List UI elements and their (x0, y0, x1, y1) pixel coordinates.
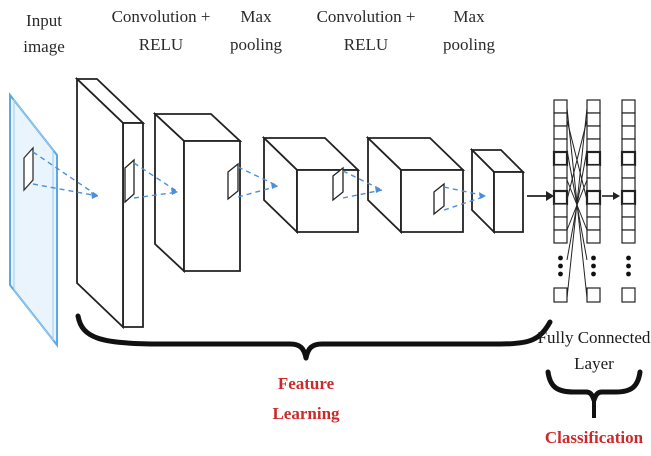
fc-neuron (586, 99, 601, 114)
fc-neuron (553, 229, 568, 244)
classification-brace (545, 369, 643, 403)
header-conv2-line2: RELU (344, 35, 388, 54)
ellipsis-dot (591, 263, 596, 269)
header-conv-relu-2: Convolution + RELU (317, 7, 416, 54)
ellipsis-dot (591, 271, 596, 277)
ellipsis-dot (626, 263, 631, 269)
fc-neuron (586, 229, 601, 244)
pool1-volume (152, 111, 243, 274)
fully-connected-label-line2: Layer (574, 354, 614, 373)
fc-neuron (621, 99, 636, 114)
feature-learning-brace (75, 313, 553, 361)
fc-neuron (620, 150, 637, 167)
flatten-arrow (527, 191, 554, 201)
fully-connected-label-line1: Fully Connected (538, 328, 651, 347)
fc-neuron (586, 112, 601, 127)
conv1-volume (74, 76, 146, 330)
fc-neuron (586, 164, 601, 179)
conv2-volume (261, 135, 361, 235)
fc-neuron (621, 287, 636, 303)
fc-neuron (621, 112, 636, 127)
ellipsis-dot (626, 271, 631, 277)
header-max-pooling-1: Max pooling (230, 7, 282, 54)
header-input-line1: Input (26, 11, 62, 30)
fc-neuron (621, 203, 636, 218)
fc-neuron (553, 125, 568, 140)
fc-neuron (621, 138, 636, 153)
fc-column-2 (585, 99, 602, 303)
fc-neuron (621, 229, 636, 244)
fc-neuron (585, 189, 602, 206)
fc-connection (566, 107, 588, 299)
fc-column-3 (620, 99, 637, 303)
fc-neuron (553, 99, 568, 114)
fc-neuron (585, 150, 602, 167)
header-input-line2: image (23, 37, 65, 56)
fc-neuron (621, 125, 636, 140)
header-pool1-line2: pooling (230, 35, 282, 54)
input-image-plane (9, 92, 58, 348)
fc-neuron (552, 189, 569, 206)
fc-neuron (586, 203, 601, 218)
feature-learning-label-line2: Learning (272, 404, 340, 423)
feature-learning-label-line1: Feature (278, 374, 335, 393)
header-conv1-line1: Convolution + (112, 7, 211, 26)
fc-neuron (586, 138, 601, 153)
fc-neuron (553, 112, 568, 127)
fc-layer (552, 99, 637, 303)
header-conv-relu-1: Convolution + RELU (112, 7, 211, 54)
fc-neuron (553, 216, 568, 231)
fc-connection (566, 119, 588, 201)
ellipsis-dot (591, 255, 596, 261)
ellipsis-dot (558, 255, 563, 261)
pool2-volume (365, 135, 466, 235)
ellipsis-dot (558, 263, 563, 269)
fc-neuron (553, 203, 568, 218)
fc-connections (566, 107, 588, 299)
header-conv2-line1: Convolution + (317, 7, 416, 26)
fc-connection (566, 179, 588, 231)
classification-label: Classification (545, 428, 644, 447)
ellipsis-dot (626, 255, 631, 261)
header-pool2-line2: pooling (443, 35, 495, 54)
fc-neuron (553, 177, 568, 192)
fc-neuron (586, 216, 601, 231)
fc-neuron (553, 287, 568, 303)
fc-neuron (621, 216, 636, 231)
connector-arrowheads (91, 182, 486, 199)
fc-neuron (552, 150, 569, 167)
header-max-pooling-2: Max pooling (443, 7, 495, 54)
fc-neuron (621, 164, 636, 179)
header-pool2-line1: Max (453, 7, 485, 26)
header-conv1-line2: RELU (139, 35, 183, 54)
fc-neuron (621, 177, 636, 192)
fc-neuron (586, 125, 601, 140)
fc-neuron (586, 177, 601, 192)
fc-neuron (586, 287, 601, 303)
final-feature-volume (469, 147, 526, 235)
fc-neuron (553, 164, 568, 179)
fc-output-arrow (602, 192, 620, 200)
fc-neuron (620, 189, 637, 206)
fc-neuron (553, 138, 568, 153)
ellipsis-dot (558, 271, 563, 277)
header-pool1-line1: Max (240, 7, 272, 26)
fc-column-1 (552, 99, 569, 303)
header-input-image: Input image (23, 11, 65, 56)
